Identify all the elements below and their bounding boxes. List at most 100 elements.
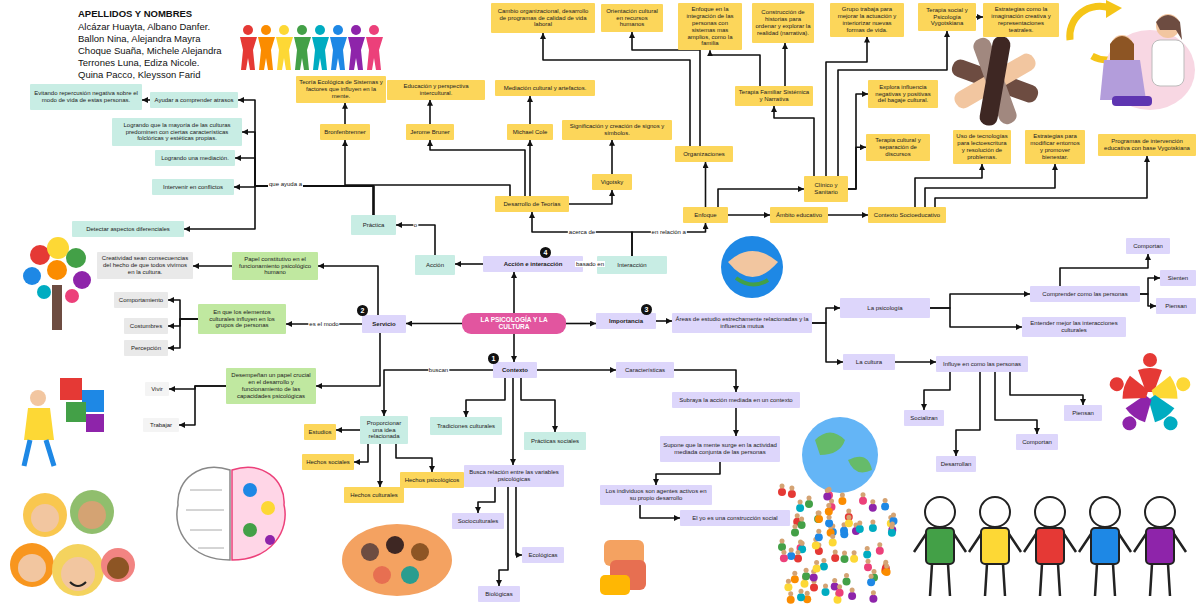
crowd-part — [799, 517, 804, 522]
crowd-part — [838, 497, 846, 505]
puzzle-kid-part — [24, 440, 54, 466]
star-people-part-part — [1108, 375, 1126, 393]
concept-box: Subraya la acción mediada en un contexto — [672, 392, 800, 408]
author-name: Choque Suaña, Michele Alejandra — [78, 45, 222, 56]
concept-box: Comprender como las personas — [1030, 286, 1140, 302]
node-text: Comportamiento — [119, 297, 163, 304]
author-name: Quina Pacco, Kleysson Farid — [78, 69, 201, 80]
crowd-part — [796, 504, 804, 512]
connector — [674, 370, 736, 392]
connector — [168, 319, 198, 326]
node-text: Terapia social y Psicología Vygotskiana — [921, 7, 973, 28]
node-text: Comprender como las personas — [1042, 291, 1127, 298]
node-text: Acción — [426, 262, 444, 269]
crowd-part — [801, 580, 809, 588]
node-text: Prácticas sociales — [531, 438, 579, 445]
kids-faces-part — [10, 543, 54, 587]
node-text: Educación y perspectiva intercultural. — [390, 83, 482, 97]
concept-box: Programas de intervención educativa con … — [1098, 134, 1196, 156]
connector — [478, 487, 495, 513]
crowd-part — [837, 584, 842, 589]
node-text: Los individuos son agentes activos en su… — [603, 488, 709, 502]
crowd-part — [778, 543, 786, 551]
node-text: Contexto Socioeducativo — [874, 212, 940, 219]
crowd-part — [807, 496, 812, 501]
crowd-part — [850, 588, 855, 593]
connector — [512, 378, 514, 465]
crowd-part — [817, 511, 822, 516]
crowd-part — [781, 550, 786, 555]
connector — [316, 333, 380, 386]
crowd-part — [848, 592, 856, 600]
connector — [499, 487, 508, 586]
brain-sketch-part — [265, 535, 275, 545]
concept-box: Bronfenbrenner — [320, 124, 370, 140]
people-chain-part — [297, 25, 307, 35]
node-text: Supone que la mente surge en la activida… — [663, 442, 777, 456]
therapist-figure-part — [1112, 96, 1152, 106]
connector — [640, 505, 680, 518]
kids-faces-part — [101, 548, 135, 582]
concept-box: Prácticas sociales — [524, 432, 586, 450]
crowd-part — [787, 596, 795, 604]
node-text: Acción e interacción — [504, 261, 563, 268]
connector — [455, 263, 483, 265]
stick-kids-part — [1079, 534, 1131, 596]
brain-sketch-part — [232, 467, 285, 560]
therapist-figure-part — [1110, 36, 1134, 60]
concept-box: Vivir — [145, 382, 169, 396]
node-text: Organizaciones — [683, 151, 725, 158]
crowd-part — [859, 497, 867, 505]
people-chain-part — [366, 37, 383, 70]
node-text: La cultura — [856, 359, 882, 366]
crowd-part — [883, 498, 888, 503]
brain-sketch-part — [261, 501, 275, 515]
connector — [656, 462, 720, 485]
concept-box: Desarrollo de Teorías — [495, 196, 569, 212]
node-text: Jerome Bruner — [410, 129, 450, 136]
crowd-part — [793, 524, 798, 529]
crowd-part — [820, 562, 828, 570]
connector — [406, 323, 462, 325]
connector — [718, 189, 804, 207]
connector — [318, 266, 378, 315]
node-text: En que los elementos culturales influyen… — [201, 309, 283, 330]
concept-box: Hechos sociales — [302, 454, 354, 470]
group-photo-part — [401, 566, 419, 584]
concept-box: Estrategias como la imaginación creativa… — [983, 3, 1059, 37]
node-text: Evitando repercusión negativa sobre el m… — [33, 90, 139, 104]
node-text: Estudios — [308, 429, 331, 436]
node-text: Estrategias como la imaginación creativa… — [986, 6, 1056, 34]
node-text: Hechos psicológicos — [405, 477, 460, 484]
crowd-part — [871, 590, 876, 595]
concept-box: Interacción — [597, 256, 667, 274]
connector — [848, 147, 866, 189]
puzzle-kid-part — [30, 390, 46, 406]
crowd-part — [788, 591, 793, 596]
crowd-part — [778, 488, 786, 496]
concept-box: Biológicas — [478, 586, 520, 602]
crowd-part — [872, 569, 877, 574]
node-text: Proporcionar una idea relacionada — [363, 420, 405, 441]
node-text: Servicio — [372, 321, 395, 328]
group-photo-part — [342, 524, 452, 596]
therapist-figure — [1100, 14, 1195, 110]
connector — [656, 320, 672, 322]
concept-box: Hechos culturales — [344, 487, 404, 503]
people-chain-part — [243, 25, 253, 35]
node-text: Cambio organizacional, desarrollo de pro… — [494, 8, 592, 29]
node-text: Busca relación entre las variables psico… — [467, 469, 561, 483]
crowd-part — [883, 568, 891, 576]
star-people-part-part — [1143, 353, 1157, 367]
edge-label: o — [413, 222, 418, 228]
node-text: Comportan — [1022, 439, 1052, 446]
crowd-part — [784, 583, 792, 591]
hands-stack — [950, 35, 1041, 127]
concept-box: La psicología — [840, 298, 930, 318]
crowd-part — [891, 512, 896, 517]
people-chain-part — [348, 37, 365, 70]
crowd-part — [810, 574, 818, 582]
people-chain-part — [279, 25, 289, 35]
node-text: Práctica — [363, 222, 385, 229]
connector — [168, 319, 198, 348]
